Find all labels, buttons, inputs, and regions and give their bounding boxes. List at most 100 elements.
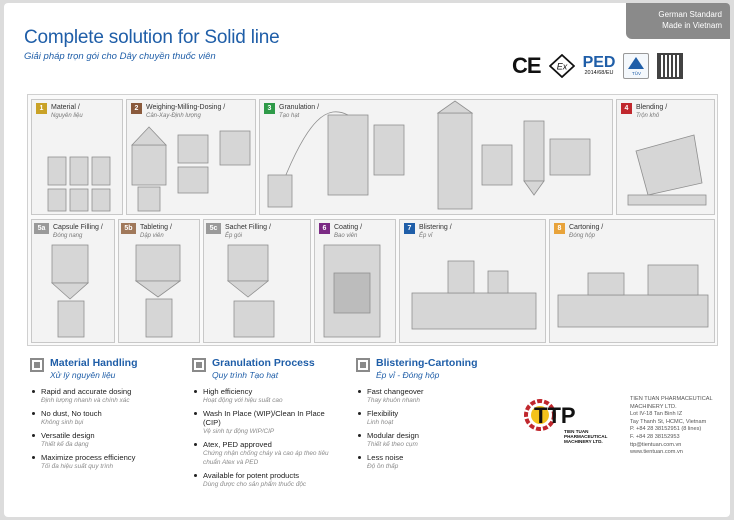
- zone-subtitle: Ép vỉ: [419, 233, 433, 239]
- zone-subtitle: Tạo hạt: [279, 113, 300, 119]
- feature-text: No dust, No touch: [41, 409, 102, 418]
- feature-text: Wash In Place (WIP)/Clean In Place (CIP): [203, 409, 325, 427]
- feature-translation: Không sinh bụi: [41, 419, 84, 426]
- company-phone: P. +84 28 38152951 (8 lines): [630, 426, 702, 433]
- logo-text: TTP: [534, 403, 576, 428]
- zone-title-text: Granulation /: [279, 104, 320, 111]
- section-icon: [356, 358, 370, 372]
- feature-text: Rapid and accurate dosing: [41, 387, 132, 396]
- feature-text: Flexibility: [367, 409, 399, 418]
- zone-subtitle: Dập viên: [140, 233, 164, 239]
- zone-title-text: Sachet Filling /: [225, 224, 271, 231]
- column-subtitle: Ép vỉ - Đóng hộp: [376, 370, 440, 380]
- feature-translation: Dùng được cho sản phẩm thuốc độc: [203, 481, 307, 488]
- zone-number: 3: [264, 103, 275, 114]
- zone-title: Tableting / Dập viên: [140, 223, 172, 241]
- ped-directive: 2014/68/EU: [584, 70, 614, 77]
- column-title-text: Granulation Process: [212, 357, 315, 369]
- zone-subtitle: Đóng nang: [53, 233, 83, 239]
- zone-number: 5c: [206, 223, 221, 234]
- zone-title: Coating / Bao viên: [334, 223, 362, 241]
- feature-translation: Chứng nhận chống cháy và cao áp theo tiê…: [203, 450, 329, 466]
- ped-mark: PED 2014/68/EU: [583, 55, 616, 77]
- zone-label-3: 3 Granulation / Tạo hạt: [264, 103, 319, 121]
- zone-subtitle: Bao viên: [334, 233, 358, 239]
- zone-title-text: Cartoning /: [569, 224, 604, 231]
- feature-translation: Linh hoạt: [367, 419, 394, 426]
- section-icon: [192, 358, 206, 372]
- zone-title-text: Blistering /: [419, 224, 452, 231]
- zone-title: Granulation / Tạo hạt: [279, 103, 319, 121]
- tuv-icon: TÜV: [623, 53, 650, 79]
- column-title-text: Blistering-Cartoning: [376, 357, 478, 369]
- zone-title-text: Coating /: [334, 224, 363, 231]
- zone-label-5b: 5b Tableting / Dập viên: [121, 223, 172, 241]
- zone-label-6: 6 Coating / Bao viên: [319, 223, 362, 241]
- ped-label: PED: [582, 54, 616, 72]
- section-icon: [30, 358, 44, 372]
- company-address-2: Tay Thanh St, HCMC, Vietnam: [630, 418, 707, 425]
- feature-text: High efficiency: [203, 387, 253, 396]
- zone-number: 5a: [34, 223, 49, 234]
- zone-title-text: Blending /: [636, 104, 668, 111]
- zone-title-text: Material /: [51, 104, 80, 111]
- company-name: TIEN TUAN PHARMACEUTICAL MACHINERY LTD.: [630, 396, 713, 410]
- zone-title-text: Capsule Filling /: [53, 224, 103, 231]
- list-item: Wash In Place (WIP)/Clean In Place (CIP)…: [192, 409, 342, 436]
- zone-title: Blending / Trộn khô: [636, 103, 667, 121]
- zone-title: Blistering / Ép vỉ: [419, 223, 452, 241]
- feature-text: Versatile design: [41, 431, 95, 440]
- svg-text:MACHINERY LTD.: MACHINERY LTD.: [564, 439, 603, 444]
- zone-label-1: 1 Material /Nguyên liệu: [36, 103, 83, 121]
- feature-translation: Hoạt động với hiệu suất cao: [203, 397, 283, 404]
- page-title: Complete solution for Solid line: [24, 27, 280, 48]
- atex-icon: Ex: [548, 54, 575, 78]
- company-address-1: Lot IV-18 Tan Binh IZ: [630, 411, 683, 418]
- standard-badge: German Standard Made in Vietnam: [626, 3, 730, 39]
- feature-text: Atex, PED approved: [203, 440, 272, 449]
- feature-text: Maximize process efficiency: [41, 453, 136, 462]
- zone-title-text: Tableting /: [140, 224, 172, 231]
- origin-line: Made in Vietnam: [662, 21, 722, 30]
- zone-subtitle: Trộn khô: [636, 113, 660, 119]
- feature-text: Fast changeover: [367, 387, 424, 396]
- zone-number: 7: [404, 223, 415, 234]
- brochure-page: German Standard Made in Vietnam Complete…: [4, 3, 730, 517]
- zone-title: Cartoning /Đóng hộp: [569, 223, 603, 241]
- company-website: www.tientuan.com.vn: [630, 449, 683, 456]
- zone-title: Material /Nguyên liệu: [51, 103, 83, 121]
- zone-title: Weighing-Milling-Dosing /Cân-Xay-Định lư…: [146, 103, 225, 121]
- zone-title: Sachet Filling / Ép gói: [225, 223, 271, 241]
- feature-translation: Độ ồn thấp: [367, 463, 399, 470]
- zone-title-text: Weighing-Milling-Dosing /: [146, 104, 226, 111]
- zone-label-4: 4 Blending / Trộn khô: [621, 103, 667, 121]
- tuv-label: TÜV: [631, 71, 641, 76]
- feature-translation: Tối đa hiệu suất quy trình: [41, 463, 114, 470]
- zone-number: 4: [621, 103, 632, 114]
- zone-subtitle: Ép gói: [225, 233, 243, 239]
- company-contact: TIEN TUAN PHARMACEUTICAL MACHINERY LTD. …: [630, 396, 726, 457]
- page-subtitle: Giải pháp trọn gói cho Dây chuyền thuốc …: [24, 51, 216, 62]
- zone-number: 5b: [121, 223, 136, 234]
- zone-number: 6: [319, 223, 330, 234]
- zone-label-5a: 5a Capsule Filling / Đóng nang: [34, 223, 103, 241]
- zone-number: 1: [36, 103, 47, 114]
